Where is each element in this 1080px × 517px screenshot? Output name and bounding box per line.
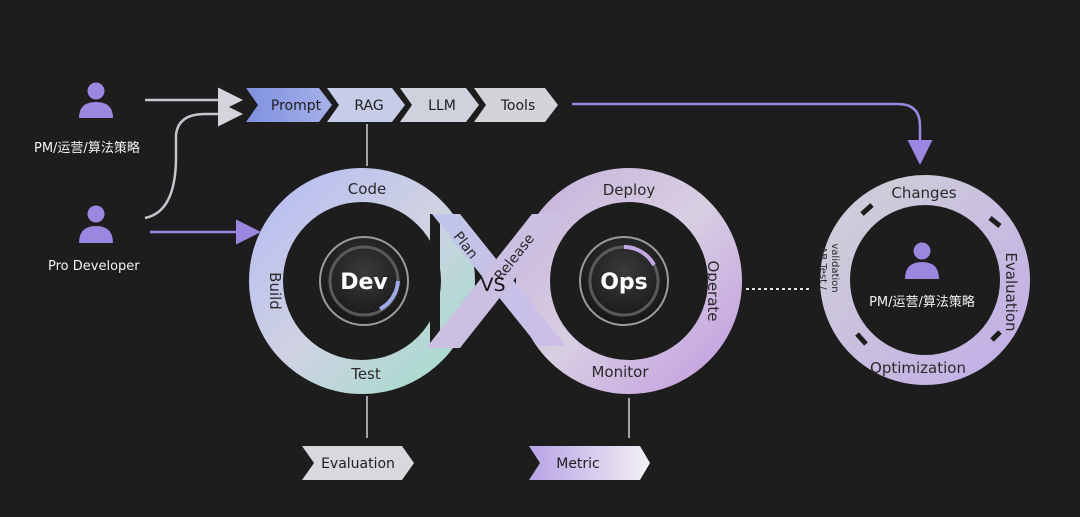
user-icon bbox=[905, 242, 939, 279]
loop-center-actor: PM/运营/算法策略 bbox=[869, 294, 975, 310]
chevron-rag[interactable] bbox=[327, 88, 405, 122]
chevron-prompt[interactable] bbox=[246, 88, 332, 122]
arrow-tools-to-loop bbox=[572, 102, 933, 165]
loop-label-evaluation: Evaluation bbox=[1002, 252, 1020, 331]
user-icon bbox=[79, 205, 113, 243]
pipeline-label: Tools bbox=[500, 98, 536, 114]
dev-stage-test: Test bbox=[350, 365, 381, 383]
ops-stage-monitor: Monitor bbox=[591, 363, 649, 381]
evaluation-chevron[interactable]: Evaluation bbox=[302, 446, 414, 480]
ops-stage-operate: Operate bbox=[704, 260, 722, 321]
loop-label-validation: validation bbox=[829, 243, 840, 292]
dev-loop bbox=[249, 168, 475, 394]
vs-label: VS bbox=[480, 274, 505, 296]
ops-hub-label: Ops bbox=[600, 270, 648, 295]
actor-pm-label: PM/运营/算法策略 bbox=[34, 141, 140, 156]
chevron-tools[interactable] bbox=[474, 88, 558, 122]
metrics-chevron[interactable]: Metric bbox=[529, 446, 650, 480]
ops-hub: Ops bbox=[579, 236, 669, 326]
loop-label-abtest: AB Test / bbox=[817, 246, 828, 290]
infinity-cross bbox=[426, 214, 566, 348]
actor-dev-label: Pro Developer bbox=[48, 259, 140, 274]
ops-loop bbox=[516, 168, 742, 394]
pipeline-label: Prompt bbox=[271, 98, 322, 114]
loop-label-optimization: Optimization bbox=[870, 359, 966, 377]
feedback-loop: Changes Evaluation Optimization AB Test … bbox=[817, 175, 1030, 385]
evaluation-label: Evaluation bbox=[321, 456, 395, 472]
pipeline-label: RAG bbox=[354, 98, 383, 114]
loop-label-changes: Changes bbox=[891, 184, 956, 202]
dev-stage-build: Build bbox=[266, 272, 284, 310]
arrow-dev-to-prompt bbox=[144, 101, 243, 220]
pipeline-chevrons: Prompt RAG LLM Tools bbox=[246, 88, 558, 122]
user-icon bbox=[79, 82, 113, 118]
metrics-label: Metric bbox=[556, 456, 600, 472]
dev-hub-label: Dev bbox=[340, 270, 388, 295]
ops-stage-deploy: Deploy bbox=[603, 181, 656, 199]
dev-hub: Dev bbox=[319, 236, 409, 326]
pipeline-label: LLM bbox=[428, 98, 456, 114]
dev-stage-code: Code bbox=[348, 180, 386, 198]
chevron-llm[interactable] bbox=[400, 88, 479, 122]
